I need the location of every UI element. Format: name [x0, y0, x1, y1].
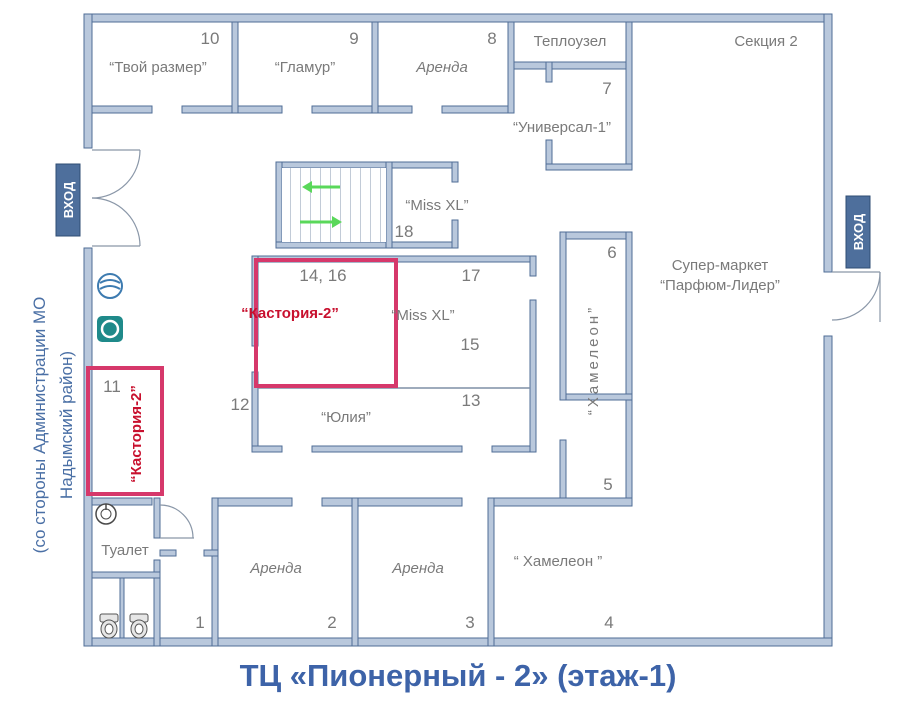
- sink-icon: [95, 503, 117, 525]
- room-9-name: “Гламур”: [275, 59, 336, 76]
- side-note-line1: (со стороны Администрации МО: [30, 297, 49, 554]
- sberbank-logo-icon: [97, 273, 123, 299]
- room-7-number: 7: [602, 79, 611, 98]
- room-12-number: 12: [231, 395, 250, 414]
- right-entrance-label: ВХОД: [851, 213, 866, 250]
- room-17-number: 17: [462, 266, 481, 285]
- room-4-number: 4: [604, 613, 613, 632]
- room-3-number: 3: [465, 613, 474, 632]
- room-10-name: “Твой размер”: [109, 59, 207, 76]
- room-3-name: Аренда: [391, 560, 444, 577]
- room-10-number: 10: [201, 29, 220, 48]
- room-6-name: “Хамелеон”: [585, 305, 602, 415]
- door-swing-icon: [91, 149, 141, 247]
- room-18-name: “Miss XL”: [405, 197, 468, 214]
- vtb-logo-icon: [97, 316, 123, 342]
- side-note-line2: Надымский район): [57, 351, 76, 499]
- room-15-number: 15: [461, 335, 480, 354]
- room-8-number: 8: [487, 29, 496, 48]
- room-4-name: “ Хамелеон ”: [514, 553, 603, 570]
- room-7-name: “Универсал-1”: [513, 119, 611, 136]
- room-18-number: 18: [395, 222, 414, 241]
- room-9-number: 9: [349, 29, 358, 48]
- right-entrance-badge: ВХОД: [845, 195, 871, 269]
- room-11-number: 11: [103, 377, 121, 396]
- supermarket-line2: “Парфюм-Лидер”: [660, 277, 780, 294]
- left-entrance-badge: ВХОД: [55, 163, 81, 237]
- stairs-icon: [282, 168, 386, 242]
- room-14-16-number: 14, 16: [299, 266, 346, 285]
- room-2-name: Аренда: [249, 560, 302, 577]
- highlight-kastoria-14-16: [254, 258, 398, 388]
- walls: [83, 13, 833, 647]
- room-11-name: “Кастория-2”: [128, 385, 145, 483]
- toilet-door-icon: [159, 504, 194, 539]
- stairs-arrows: [300, 181, 342, 228]
- room-13-number: 13: [462, 391, 481, 410]
- room-8-name: Аренда: [415, 59, 468, 76]
- supermarket-line1: Супер-маркет: [672, 257, 769, 274]
- highlight-kastoria-11: [86, 366, 164, 496]
- room-17-name: “Miss XL”: [391, 307, 454, 324]
- heat-unit-label: Теплоузел: [534, 33, 607, 50]
- room-5-number: 5: [603, 475, 612, 494]
- toilet-icon: [99, 613, 149, 639]
- room-1-number: 1: [195, 613, 204, 632]
- room-14-16-name: “Кастория-2”: [241, 305, 339, 322]
- room-12-name: “Юлия”: [321, 409, 371, 426]
- left-entrance-label: ВХОД: [61, 181, 76, 218]
- toilet-label: Туалет: [101, 542, 149, 559]
- right-door-swing-icon: [831, 271, 881, 322]
- section-label: Секция 2: [734, 33, 797, 50]
- page-title: ТЦ «Пионерный - 2» (этаж-1): [240, 658, 677, 693]
- room-2-number: 2: [327, 613, 336, 632]
- room-6-number: 6: [607, 243, 616, 262]
